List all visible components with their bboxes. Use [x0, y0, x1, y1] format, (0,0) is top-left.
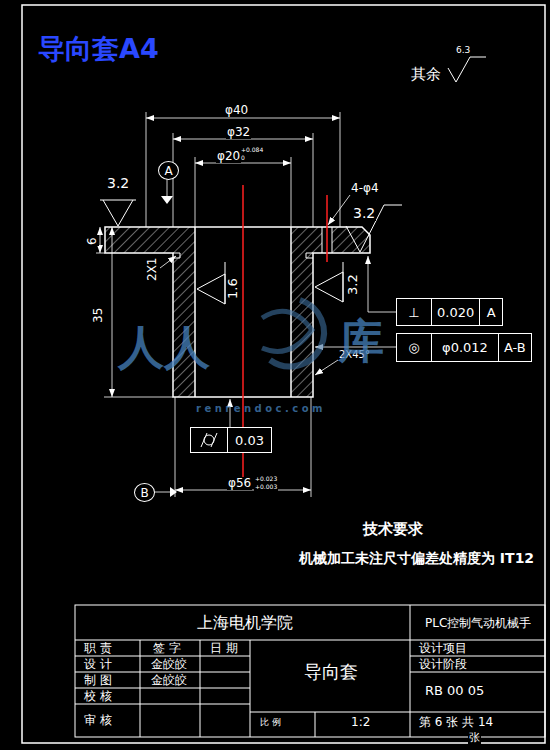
cylindricity-frame: 0.03 — [190, 427, 272, 453]
dimension: φ32 — [226, 126, 251, 139]
roughness-value: 3.2 — [106, 176, 130, 191]
datum-letter: B — [135, 486, 154, 500]
frame-cell: A-B — [498, 334, 531, 361]
chamfer-dimension: 2X1 — [146, 257, 159, 283]
table-cell: 校 核 — [83, 690, 113, 703]
roughness-value: 3.2 — [352, 206, 376, 221]
watermark: r e n r e n d o c . c o m — [196, 403, 322, 414]
frame-cell: φ0.012 — [431, 334, 498, 361]
frame-cell: 0.03 — [227, 428, 271, 452]
table-cell: PLC控制气动机械手 — [424, 617, 532, 630]
note-text: 其余 — [410, 66, 442, 83]
table-cell: 导向套 — [303, 662, 359, 682]
table-cell: 审 核 — [83, 714, 113, 727]
table-cell: 第 6 张 共 14 — [418, 716, 494, 729]
frame-cell: 0.020 — [431, 299, 479, 325]
table-cell: 设 计 — [83, 658, 113, 671]
cylindricity-symbol — [191, 428, 227, 452]
frame-cell: ◎ — [397, 334, 431, 361]
coaxiality-frame: ◎φ0.012A-B — [396, 333, 532, 362]
table-cell: 制 图 — [83, 674, 113, 687]
table-cell: 1:2 — [350, 716, 371, 729]
table-cell: 金皎皎 — [150, 658, 188, 671]
frame-cell: ⊥ — [397, 299, 431, 325]
watermark: 人人 — [118, 322, 210, 373]
table-cell: 比 例 — [259, 718, 282, 728]
hole-callout: 4-φ4 — [350, 182, 380, 195]
dimension: 35 — [92, 307, 105, 324]
perpendicularity-frame: ⊥0.020A — [396, 298, 503, 326]
dimension: 6 — [86, 236, 99, 246]
table-cell: 金皎皎 — [150, 674, 188, 687]
tolerance: 0 — [240, 155, 246, 162]
table-cell: 上海电机学院 — [196, 614, 294, 632]
table-cell: 设计阶段 — [418, 658, 468, 671]
watermark: 库 — [338, 316, 384, 367]
table-cell: 日 期 — [209, 642, 239, 655]
note-text: 机械加工未注尺寸偏差处精度为 IT12 — [298, 551, 535, 566]
tolerance: +0.003 — [254, 484, 278, 491]
roughness-value: 1.6 — [226, 277, 240, 300]
table-cell: 职 责 — [83, 642, 113, 655]
table-cell: 签 字 — [152, 642, 182, 655]
dimension: φ56 — [227, 477, 252, 490]
note-heading: 技术要求 — [362, 521, 424, 538]
datum-letter: A — [159, 164, 178, 178]
roughness-value: 6.3 — [455, 46, 471, 56]
frame-cell: A — [479, 299, 502, 325]
dimension: φ20 — [216, 150, 241, 163]
tolerance: +0.023 — [254, 476, 278, 483]
datum-circle: A — [158, 161, 179, 180]
table-cell: 设计项目 — [418, 642, 468, 655]
table-cell: 张 — [468, 732, 481, 744]
dimension: φ40 — [224, 104, 249, 117]
drawing-title: 导向套A4 — [38, 34, 159, 64]
datum-circle: B — [134, 483, 155, 502]
roughness-value: 3.2 — [346, 273, 360, 296]
tolerance: +0.084 — [240, 147, 264, 154]
table-cell: RB 00 05 — [424, 684, 485, 698]
cylindricity-icon — [198, 432, 220, 448]
